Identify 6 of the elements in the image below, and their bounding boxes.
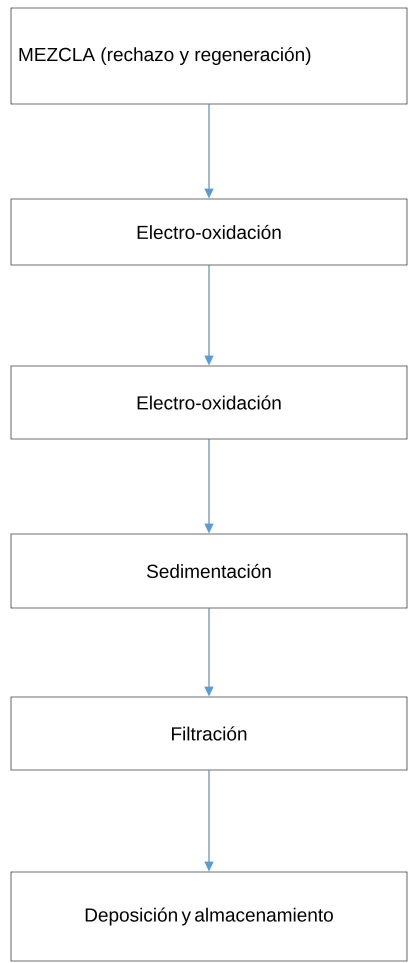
process-box: Deposición y almacenamiento — [10, 872, 408, 962]
process-box: Electro-oxidación — [10, 198, 408, 266]
process-box: Sedimentación — [10, 534, 408, 608]
process-box: Filtración — [10, 696, 408, 770]
process-box: MEZCLA (rechazo y regeneración) — [10, 8, 408, 104]
process-box: Electro-oxidación — [10, 366, 408, 440]
